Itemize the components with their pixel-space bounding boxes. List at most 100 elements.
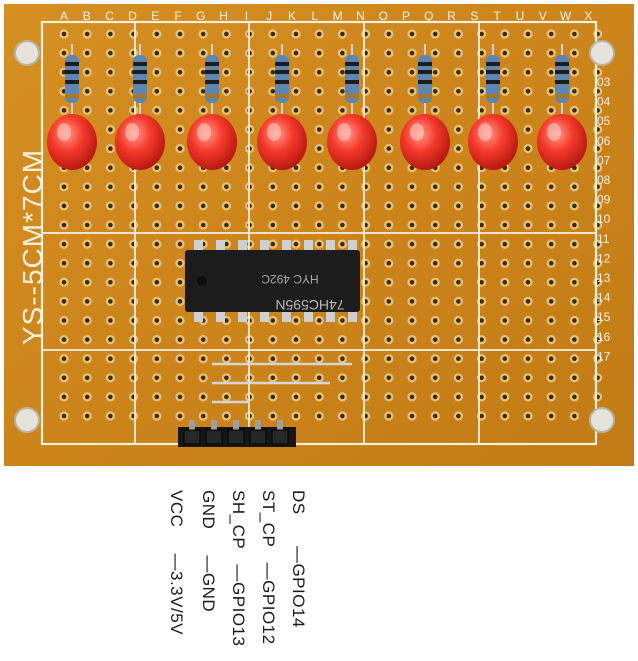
hole-center [432, 89, 438, 94]
hole-center [525, 89, 531, 94]
hole-center [479, 184, 484, 190]
hole-center [479, 280, 484, 285]
hole-center [293, 413, 299, 419]
hole-center [154, 299, 160, 304]
row-number: 15 [597, 310, 611, 324]
hole-center [316, 69, 322, 75]
hole-center [572, 375, 577, 381]
hole-center [548, 89, 554, 94]
hole-center [154, 165, 160, 170]
hole-center [108, 127, 113, 132]
hole-center [479, 375, 484, 381]
hole-center [386, 165, 392, 170]
hole-center [502, 184, 508, 190]
hole-center [456, 222, 461, 228]
hole-center [316, 108, 322, 113]
hole-center [386, 108, 392, 113]
hole-center [386, 299, 392, 304]
hole-center [479, 222, 484, 228]
hole-center [456, 337, 461, 342]
hole-center [316, 222, 322, 228]
hole-center [316, 184, 322, 190]
hole-center [386, 222, 392, 228]
row-number: 07 [597, 153, 611, 167]
hole-center [548, 318, 554, 323]
hole-center [409, 203, 415, 209]
hole-center [456, 394, 461, 400]
hole-center [61, 241, 67, 247]
hole-center [572, 280, 577, 285]
hole-center [479, 413, 484, 419]
hole-center [386, 280, 392, 285]
led [257, 114, 307, 170]
hole-center [572, 69, 577, 75]
hole-center [200, 375, 206, 381]
hole-center [224, 375, 229, 381]
hole-center [456, 165, 461, 170]
hole-center [270, 375, 276, 381]
column-letter: K [288, 9, 296, 23]
ic-part-number: 74HC595N [275, 297, 344, 313]
hole-center [177, 69, 183, 75]
hole-center [502, 375, 508, 381]
hole-center [177, 280, 183, 285]
hole-center [61, 318, 67, 323]
hole-center [409, 299, 415, 304]
hole-center [108, 108, 113, 113]
hole-center [177, 413, 183, 419]
hole-center [432, 299, 438, 304]
hole-center [548, 69, 554, 75]
hole-center [456, 241, 461, 247]
hole-center [61, 413, 67, 419]
hole-center [432, 413, 438, 419]
hole-center [456, 31, 461, 37]
hole-center [177, 50, 183, 56]
leds [47, 114, 587, 170]
hole-center [61, 394, 67, 400]
hole-center [293, 108, 299, 113]
pin-labels [0, 470, 638, 661]
hole-center [456, 318, 461, 323]
hole-center [386, 337, 392, 342]
hole-center [270, 318, 276, 323]
hole-center [293, 50, 299, 56]
hole-center [154, 337, 160, 342]
hole-center [200, 31, 206, 37]
hole-center [502, 89, 508, 94]
hole-center [548, 356, 554, 362]
hole-center [224, 108, 229, 113]
hole-center [154, 413, 160, 419]
hole-center [61, 222, 67, 228]
hole-center [502, 260, 508, 266]
pin-label-gnd: GND —GND [199, 490, 218, 613]
hole-center [84, 337, 90, 342]
row-number: 04 [597, 95, 611, 109]
hole-center [340, 394, 345, 400]
hole-center [456, 69, 461, 75]
hole-center [548, 260, 554, 266]
hole-center [548, 394, 554, 400]
hole-center [224, 184, 229, 190]
hole-center [154, 184, 160, 190]
hole-center [456, 108, 461, 113]
hole-center [409, 356, 415, 362]
hole-center [386, 260, 392, 266]
column-letter: L [311, 9, 318, 23]
column-letter: U [516, 9, 525, 23]
hole-center [316, 394, 322, 400]
hole-center [432, 69, 438, 75]
hole-center [432, 318, 438, 323]
hole-center [154, 375, 160, 381]
hole-center [409, 222, 415, 228]
hole-center [409, 280, 415, 285]
hole-center [479, 50, 484, 56]
hole-center [108, 241, 113, 247]
hole-center [293, 394, 299, 400]
pin-label-st-cp: ST_CP —GPIO12 [259, 490, 278, 645]
hole-center [386, 146, 392, 151]
hole-center [572, 108, 577, 113]
hole-center [525, 203, 531, 209]
hole-center [456, 184, 461, 190]
hole-center [409, 69, 415, 75]
hole-center [572, 203, 577, 209]
